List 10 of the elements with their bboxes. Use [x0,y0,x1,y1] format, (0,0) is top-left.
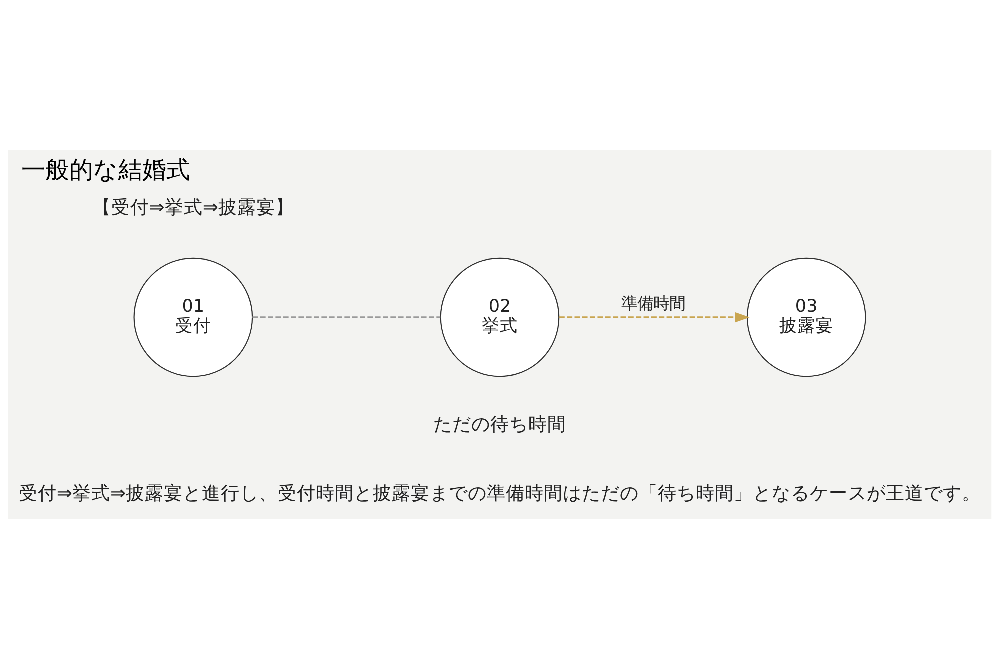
caption: 受付⇒挙式⇒披露宴と進行し、受付時間と披露宴までの準備時間はただの「待ち時間」となるケースが王道です。 [18,482,982,504]
label: ただの待ち時間 [434,414,566,435]
diagram-title: 一般的な結婚式 [21,156,190,184]
label: 【受付⇒挙式⇒披露宴】 [92,197,295,218]
node-circle: 03 披露宴 [746,257,866,377]
node-circle: 02 挙式 [440,257,560,377]
node-circle: 01 受付 [134,257,254,377]
arrow [559,312,750,322]
edge-label: 準備時間 [621,293,686,312]
connector [252,316,441,318]
